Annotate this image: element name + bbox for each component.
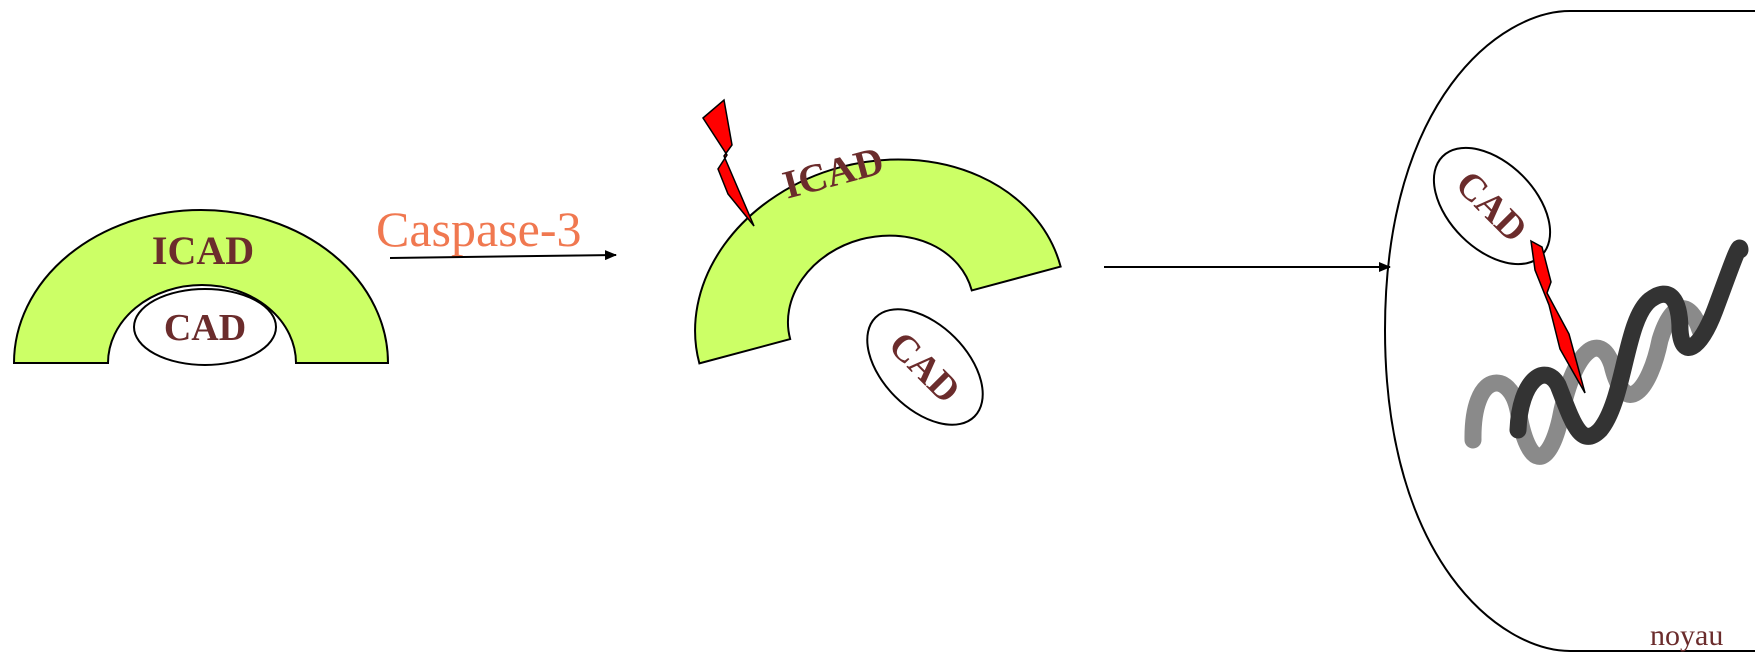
cleaved-complex: ICAD CAD (694, 98, 1062, 426)
cad-bound-ellipse (133, 288, 277, 366)
nucleus-outline (1383, 10, 1755, 652)
lightning-icon (1530, 239, 1586, 394)
nucleus: CAD noyau (1383, 10, 1755, 652)
caspase-arrow: Caspase-3 (376, 201, 617, 261)
icad-cleaved-shape (694, 158, 1062, 365)
nucleus-label: noyau (1650, 619, 1723, 652)
icad-cad-complex: ICAD CAD (12, 209, 390, 366)
cad-bound-label: CAD (164, 307, 246, 349)
dna-helix-icon (1509, 239, 1749, 445)
lightning-icon (702, 98, 755, 227)
arrow-icon (389, 250, 617, 261)
icad-intact-shape (12, 209, 390, 364)
caspase-label: Caspase-3 (376, 201, 582, 257)
cad-free-ellipse (866, 308, 984, 426)
icad-intact-label: ICAD (152, 228, 254, 273)
dna-helix-icon (1464, 300, 1709, 465)
